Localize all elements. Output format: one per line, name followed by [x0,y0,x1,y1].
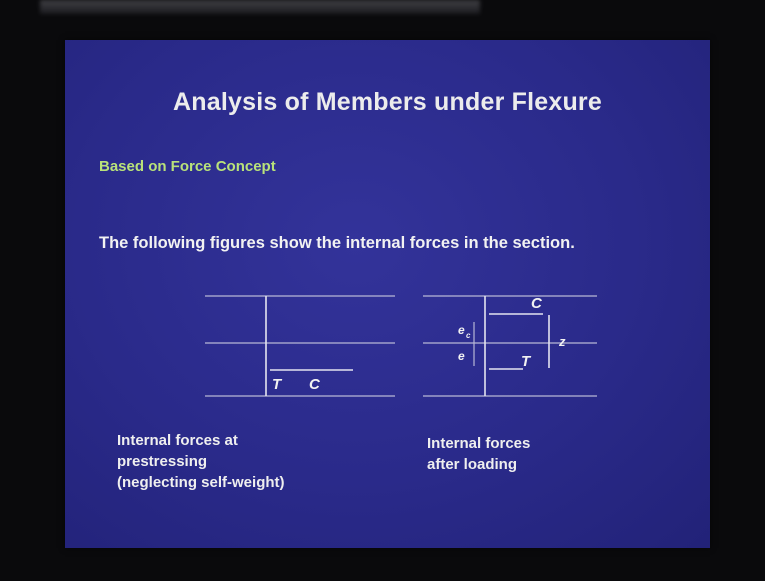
right-T-label: T [521,353,532,370]
left-T-label: T [272,376,283,393]
header-strip [40,0,480,14]
e-top-subscript: c [466,331,471,340]
caption-prestressing: Internal forces at prestressing (neglect… [117,432,285,491]
internal-forces-diagram: T C C T z e c e [205,295,597,397]
e-bottom-label: e [458,349,465,363]
e-top-label: e [458,323,465,337]
right-C-label: C [531,295,543,312]
left-C-label: C [309,376,321,393]
z-label: z [558,334,566,349]
presentation-slide: Analysis of Members under Flexure Based … [65,40,710,548]
slide-title: Analysis of Members under Flexure [173,88,602,116]
slide-body-text: The following figures show the internal … [99,234,575,252]
slide-subtitle: Based on Force Concept [99,158,276,175]
caption-after-loading: Internal forces after loading [427,435,531,473]
